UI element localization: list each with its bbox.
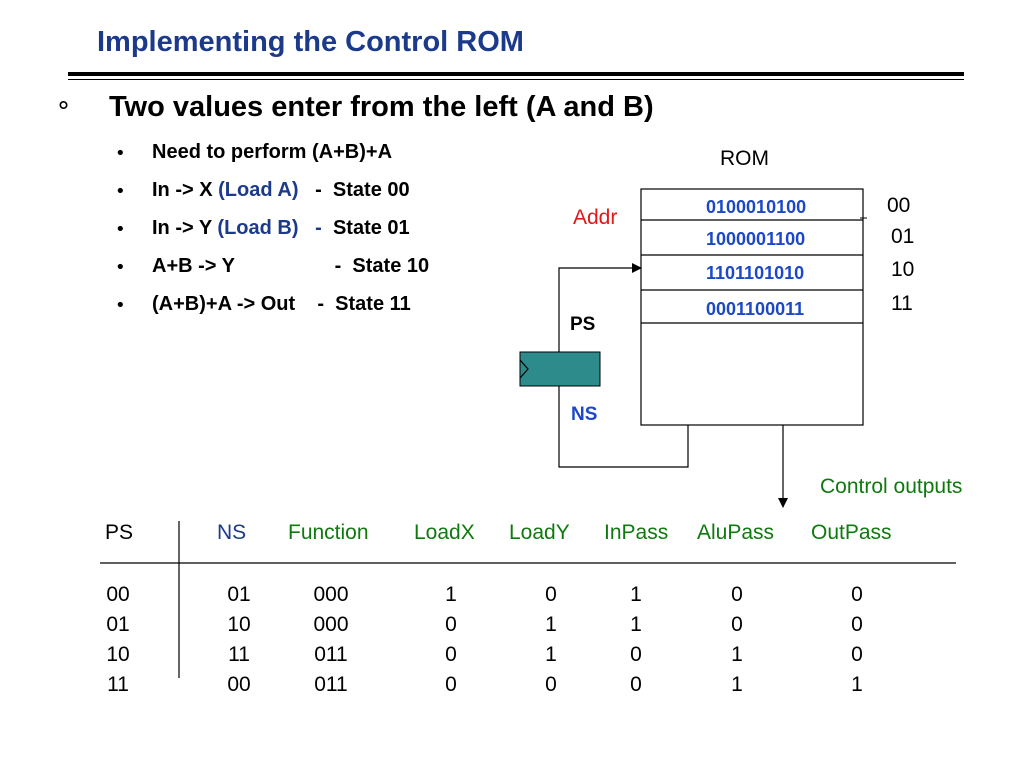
sub-bullet-text: In -> X (152, 179, 219, 201)
table-cell: 10 (106, 643, 130, 666)
table-header-function: Function (288, 521, 369, 544)
sub-bullet-dot: • (115, 181, 126, 202)
table-cell: 1 (630, 613, 642, 636)
clock-triangle-icon (519, 359, 529, 379)
sub-bullet-text: - State 00 (298, 179, 410, 201)
rom-word: 0001100011 (706, 299, 805, 319)
title-rule-thick (68, 72, 964, 76)
table-header-inpass: InPass (604, 521, 669, 544)
title-rule-thin (68, 79, 964, 80)
table-cell: 1 (731, 673, 743, 696)
table-cell: 0 (630, 673, 642, 696)
sub-bullet-dot: • (115, 257, 126, 278)
table-cell: 0 (545, 583, 557, 606)
table-cell: 0 (851, 583, 863, 606)
sub-bullet-text: - (298, 217, 322, 239)
table-cell: 011 (314, 643, 348, 666)
table-cell: 0 (630, 643, 642, 666)
rom-word: 1101101010 (706, 263, 805, 283)
ns-label: NS (571, 404, 598, 425)
table-cell: 01 (106, 613, 130, 636)
control-outputs-label: Control outputs (820, 475, 963, 498)
table-cell: 1 (731, 643, 743, 666)
sub-bullet-item: A+B -> Y - State 10 (152, 255, 429, 278)
table-cell: 01 (227, 583, 251, 606)
table-header-loady: LoadY (509, 521, 570, 544)
table-cell: 0 (731, 583, 743, 606)
ps-label: PS (570, 314, 596, 335)
addr-label: Addr (573, 206, 618, 229)
rom-address: 00 (887, 194, 911, 217)
state-register (519, 351, 601, 387)
sub-bullet-item: In -> X (Load A) - State 00 (152, 179, 410, 202)
sub-bullet-text: In -> Y (152, 217, 218, 239)
table-cell: 1 (445, 583, 457, 606)
rom-label: ROM (720, 147, 769, 170)
table-cell: 0 (445, 613, 457, 636)
table-header-outpass: OutPass (811, 521, 892, 544)
table-cell: 00 (227, 673, 251, 696)
rom-address: 01 (891, 225, 915, 248)
sub-bullet-dot: • (115, 295, 126, 316)
table-cell: 000 (313, 583, 349, 606)
rom-box (640, 188, 864, 426)
sub-bullet-text: A+B -> Y - State 10 (152, 255, 430, 277)
table-cell: 0 (545, 673, 557, 696)
sub-bullet-text: State 01 (321, 217, 410, 239)
rom-address: 10 (891, 258, 915, 281)
main-bullet-text: Two values enter from the left (A and B) (109, 91, 654, 123)
table-cell: 0 (851, 613, 863, 636)
table-cell: 10 (227, 613, 251, 636)
table-cell: 0 (445, 673, 457, 696)
table-cell: 1 (545, 613, 557, 636)
rom-word: 0100010100 (706, 197, 807, 217)
table-header-ns: NS (217, 521, 247, 544)
sub-bullet-item: (A+B)+A -> Out - State 11 (152, 293, 411, 316)
table-cell: 0 (731, 613, 743, 636)
table-cell: 1 (851, 673, 863, 696)
table-cell: 11 (107, 673, 129, 696)
table-header-loadx: LoadX (414, 521, 475, 544)
sub-bullet-text: Need to perform (A+B)+A (152, 141, 393, 163)
table-cell: 000 (313, 613, 349, 636)
table-cell: 0 (445, 643, 457, 666)
feedback-wire (558, 263, 689, 468)
main-bullet-marker: ° (57, 97, 70, 127)
table-cell: 1 (630, 583, 642, 606)
rom-address: 11 (891, 292, 913, 315)
sub-bullet-item: In -> Y (Load B) - State 01 (152, 217, 410, 240)
table-cell: 11 (228, 643, 250, 666)
table-cell: 0 (851, 643, 863, 666)
table-cell: 011 (314, 673, 348, 696)
sub-bullet-dot: • (115, 219, 126, 240)
table-cell: 00 (106, 583, 130, 606)
sub-bullet-text: (A+B)+A -> Out - State 11 (152, 293, 411, 315)
sub-bullet-text: (Load B) (217, 217, 299, 239)
sub-bullet-dot: • (115, 143, 126, 164)
table-header-alupass: AluPass (697, 521, 775, 544)
table-header-ps: PS (105, 521, 134, 544)
table-cell: 1 (545, 643, 557, 666)
sub-bullet-text: (Load A) (218, 179, 299, 201)
rom-word: 1000001100 (706, 229, 806, 249)
sub-bullet-item: Need to perform (A+B)+A (152, 141, 392, 164)
slide-title: Implementing the Control ROM (97, 26, 524, 58)
